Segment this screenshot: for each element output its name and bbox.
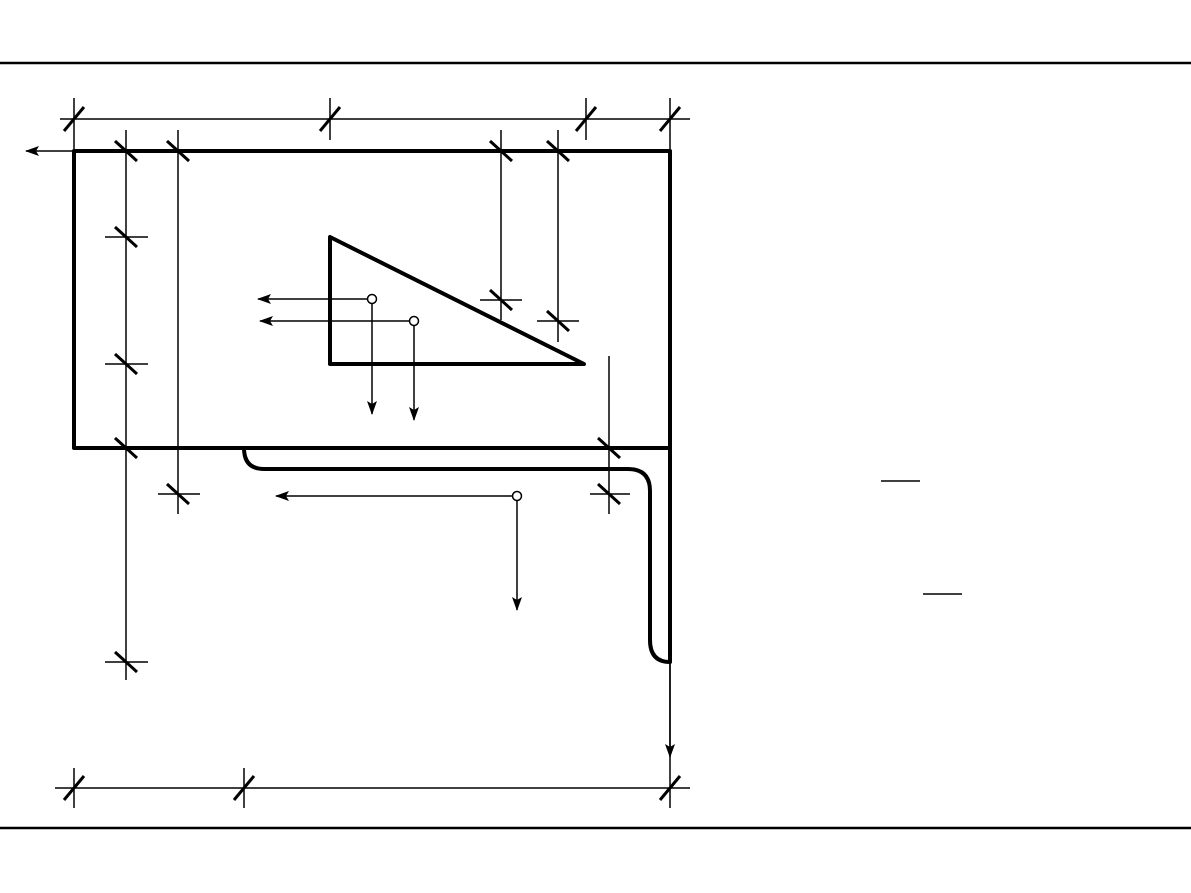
left-vertical-dimension [105,130,148,680]
inner-vertical-dimension [158,130,200,514]
triangle-vertical-dimension-2 [537,130,579,342]
strip-centroid-axes [275,490,523,611]
strip-vertical-dimension [590,356,630,514]
centroid-marker [408,315,420,327]
triangle-centroid-axes-1 [257,293,378,415]
main-rectangle [72,149,672,450]
bent-strip [242,446,672,664]
centroid-marker [366,293,378,305]
triangle-centroid-axes-2 [259,315,420,421]
bottom-dimension-line [55,662,690,808]
top-dimension-line [60,98,690,151]
centroid-marker [511,490,523,502]
triangle-vertical-dimension-1 [480,130,522,320]
triangle-cutout [328,235,586,366]
